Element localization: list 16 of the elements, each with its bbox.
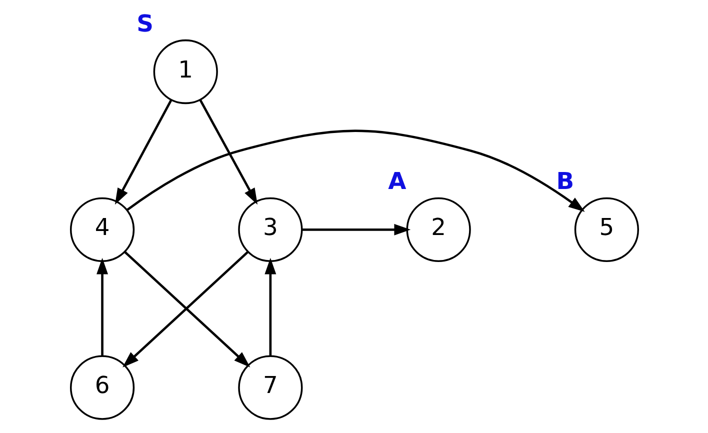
arrow <box>264 258 276 356</box>
node-circle: 1 <box>152 39 218 104</box>
arrow <box>301 224 410 236</box>
node-circle: 7 <box>238 355 302 420</box>
node-circle: 6 <box>69 355 134 420</box>
node-label: A <box>388 167 406 196</box>
arrow <box>126 130 584 212</box>
arrow <box>114 100 172 205</box>
node-label: S <box>136 9 153 38</box>
node-circle: 3 <box>238 197 302 262</box>
arrow <box>198 100 258 205</box>
arrow <box>96 258 108 356</box>
node-circle: 4 <box>69 197 134 262</box>
node-label: B <box>556 167 574 196</box>
node-circle: 5 <box>574 197 639 262</box>
node-circle: 2 <box>406 197 470 262</box>
